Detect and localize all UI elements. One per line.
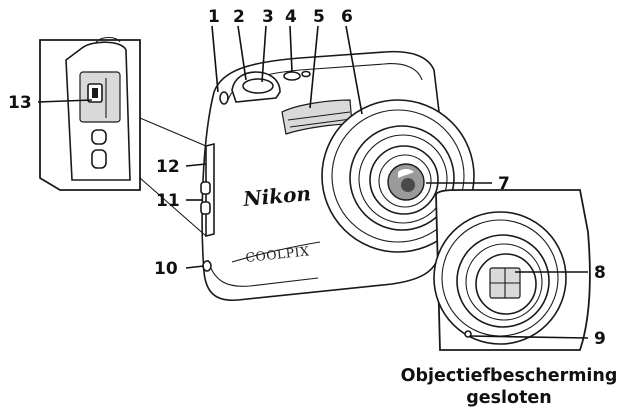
side-controls <box>200 142 215 272</box>
power-switch[interactable] <box>283 71 301 81</box>
tripod-socket <box>202 260 212 272</box>
caption-line-2: gesloten <box>466 388 552 408</box>
callout-12: 12 <box>156 157 180 177</box>
callout-9: 9 <box>594 329 606 349</box>
lens-closed-inset <box>433 189 591 351</box>
callout-4: 4 <box>285 7 297 27</box>
callout-8: 8 <box>594 263 606 283</box>
top-controls <box>219 70 311 105</box>
callout-2: 2 <box>233 7 245 27</box>
brand-logo: Nikon <box>241 181 311 211</box>
callout-5: 5 <box>313 7 325 27</box>
strap-button-lower <box>200 201 211 215</box>
side-slot-lower <box>91 149 107 169</box>
leader-lines <box>37 25 589 339</box>
callout-6: 6 <box>341 7 353 27</box>
strap-eyelet <box>219 91 229 105</box>
callout-numbers: 1 2 3 4 5 6 7 8 9 10 11 12 13 <box>8 7 606 349</box>
callout-11: 11 <box>156 191 180 211</box>
side-slot-upper <box>91 129 107 145</box>
shutter-release-button[interactable] <box>242 78 274 94</box>
side-view-inset <box>39 36 207 237</box>
power-indicator <box>301 70 311 78</box>
inset-caption: Objectiefbescherming gesloten <box>401 366 618 408</box>
callout-7: 7 <box>498 174 510 194</box>
microphone <box>464 330 472 338</box>
model-logo: COOLPIX <box>245 243 310 265</box>
caption-line-1: Objectiefbescherming <box>401 366 618 386</box>
callout-1: 1 <box>208 7 220 27</box>
callout-13: 13 <box>8 93 32 113</box>
callout-10: 10 <box>154 259 178 279</box>
strap-button-upper <box>200 181 211 195</box>
callout-3: 3 <box>262 7 274 27</box>
